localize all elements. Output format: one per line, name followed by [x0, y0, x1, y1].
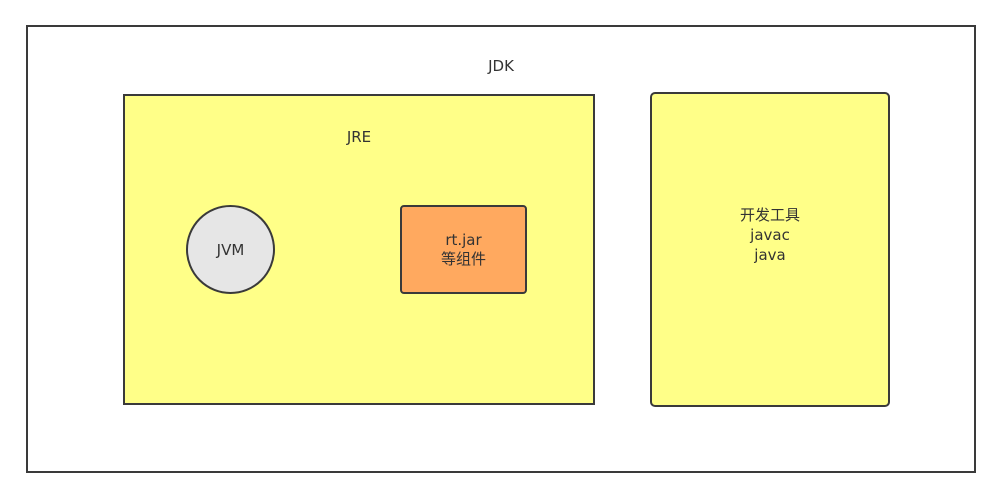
- dev-tools-javac: javac: [750, 225, 790, 244]
- dev-tools-title: 开发工具: [739, 205, 800, 224]
- rt-jar-line-1: rt.jar: [445, 230, 482, 249]
- jre-label: JRE: [346, 128, 372, 146]
- rt-jar-line-2: 等组件: [440, 249, 486, 268]
- jvm-circle: JVM: [186, 205, 275, 294]
- dev-tools-box: 开发工具 javac java: [650, 92, 890, 407]
- rt-jar-box: rt.jar 等组件: [400, 205, 527, 294]
- dev-tools-java: java: [754, 245, 786, 264]
- jdk-label: JDK: [488, 57, 514, 75]
- jvm-label: JVM: [216, 240, 245, 259]
